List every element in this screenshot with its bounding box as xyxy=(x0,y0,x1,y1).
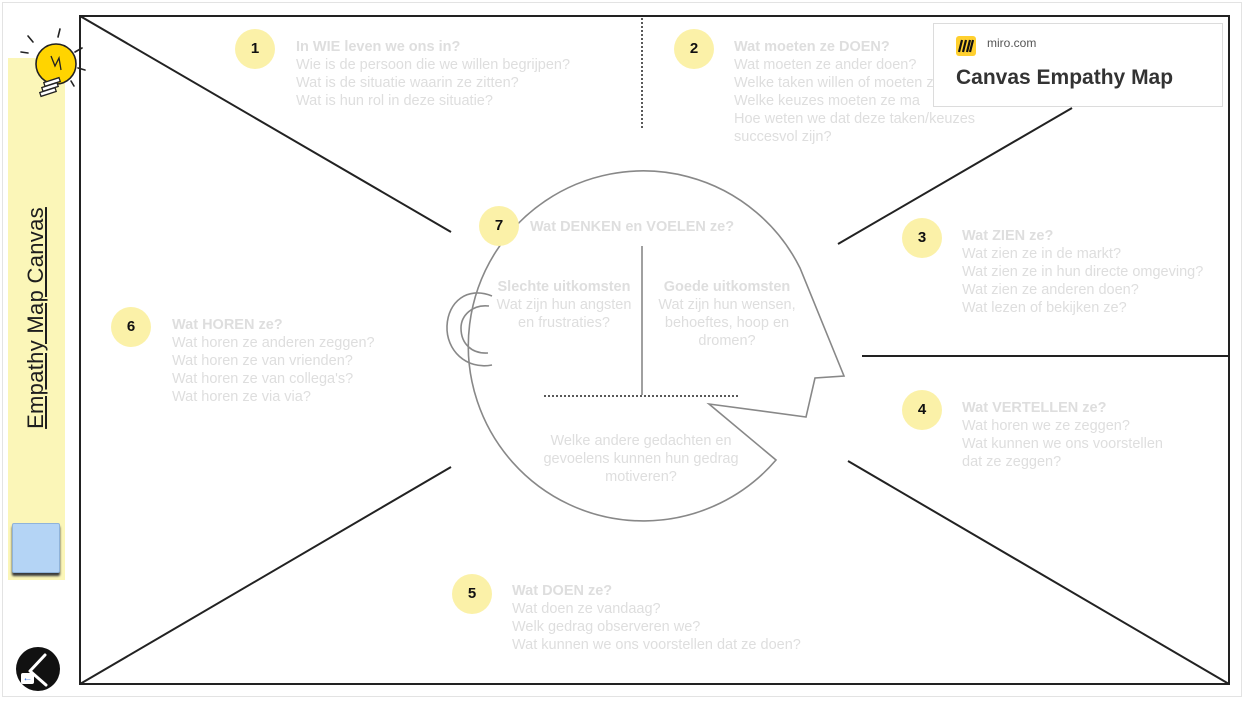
lightbulb-icon xyxy=(20,28,86,98)
section-1-number: 1 xyxy=(235,29,275,69)
section-2-line: Welke taken willen of moeten ze xyxy=(734,75,942,91)
section-2-number: 2 xyxy=(674,29,714,69)
section-6-line: Wat horen ze via via? xyxy=(172,389,311,405)
section-5-heading: Wat DOEN ze? xyxy=(512,583,613,599)
section-4-line: dat ze zeggen? xyxy=(962,454,1062,470)
back-arrow-icon xyxy=(28,653,48,687)
section-2-text[interactable]: Wat moeten ze DOEN? Wat moeten ze ander … xyxy=(734,38,975,146)
section-3-heading: Wat ZIEN ze? xyxy=(962,228,1054,244)
sidebar-strip xyxy=(8,58,65,580)
other-thoughts[interactable]: Welke andere gedachten en gevoelens kunn… xyxy=(530,432,752,486)
section-4-text[interactable]: Wat VERTELLEN ze? Wat horen we ze zeggen… xyxy=(962,399,1163,471)
sticky-note-icon[interactable] xyxy=(12,523,60,573)
miro-logo-icon xyxy=(956,36,976,56)
section-4-number: 4 xyxy=(902,390,942,430)
section-4-line: Wat kunnen we ons voorstellen xyxy=(962,436,1163,452)
bad-outcomes-line: Wat zijn hun angsten xyxy=(496,297,632,313)
section-4-line: Wat horen we ze zeggen? xyxy=(962,418,1130,434)
bad-outcomes[interactable]: Slechte uitkomsten Wat zijn hun angsten … xyxy=(488,278,640,332)
section-1-line: Wat is hun rol in deze situatie? xyxy=(296,93,493,109)
section-6-line: Wat horen ze anderen zeggen? xyxy=(172,335,375,351)
bad-outcomes-line: en frustraties? xyxy=(518,315,610,331)
section-3-line: Wat zien ze in hun directe omgeving? xyxy=(962,264,1204,280)
section-3-line: Wat zien ze anderen doen? xyxy=(962,282,1139,298)
miro-domain[interactable]: miro.com xyxy=(987,36,1037,50)
section-5-number: 5 xyxy=(452,574,492,614)
miro-card-title: Canvas Empathy Map xyxy=(956,66,1174,89)
section-6-heading: Wat HOREN ze? xyxy=(172,317,283,333)
section-7-number: 7 xyxy=(479,206,519,246)
other-thoughts-line: motiveren? xyxy=(605,469,677,485)
section-6-line: Wat horen ze van collega's? xyxy=(172,371,354,387)
good-outcomes-line: behoeftes, hoop en xyxy=(664,315,790,331)
section-2-line: Welke keuzes moeten ze ma xyxy=(734,93,920,109)
section-2-line: Wat moeten ze ander doen? xyxy=(734,57,917,73)
good-outcomes-line: dromen? xyxy=(698,333,756,349)
section-5-line: Welk gedrag observeren we? xyxy=(512,619,701,635)
section-6-line: Wat horen ze van vrienden? xyxy=(172,353,353,369)
section-7-heading: Wat DENKEN en VOELEN ze? xyxy=(530,219,735,235)
section-3-line: Wat lezen of bekijken ze? xyxy=(962,300,1127,316)
section-6-number: 6 xyxy=(111,307,151,347)
miro-card[interactable]: miro.com Canvas Empathy Map xyxy=(933,23,1223,107)
good-outcomes[interactable]: Goede uitkomsten Wat zijn hun wensen, be… xyxy=(650,278,804,350)
other-thoughts-line: Welke andere gedachten en xyxy=(550,433,732,449)
section-5-line: Wat kunnen we ons voorstellen dat ze doe… xyxy=(512,637,801,653)
section-1-line: Wie is de persoon die we willen begrijpe… xyxy=(296,57,571,73)
section-1-heading: In WIE leven we ons in? xyxy=(296,39,461,55)
section-2-line: Hoe weten we dat deze taken/keuzes xyxy=(734,111,976,127)
section-4-heading: Wat VERTELLEN ze? xyxy=(962,400,1107,416)
section-3-number: 3 xyxy=(902,218,942,258)
back-badge-icon[interactable]: ← xyxy=(21,673,34,684)
bad-outcomes-title: Slechte uitkomsten xyxy=(497,279,631,295)
section-6-text[interactable]: Wat HOREN ze? Wat horen ze anderen zegge… xyxy=(172,316,375,406)
good-outcomes-title: Goede uitkomsten xyxy=(663,279,791,295)
good-outcomes-line: Wat zijn hun wensen, xyxy=(658,297,796,313)
section-2-heading: Wat moeten ze DOEN? xyxy=(734,39,890,55)
section-3-line: Wat zien ze in de markt? xyxy=(962,246,1122,262)
section-1-text[interactable]: In WIE leven we ons in? Wie is de persoo… xyxy=(296,38,570,110)
section-7-text[interactable]: Wat DENKEN en VOELEN ze? xyxy=(530,218,734,236)
other-thoughts-line: gevoelens kunnen hun gedrag xyxy=(543,451,739,467)
section-3-text[interactable]: Wat ZIEN ze? Wat zien ze in de markt? Wa… xyxy=(962,227,1203,317)
section-1-line: Wat is de situatie waarin ze zitten? xyxy=(296,75,519,91)
section-5-line: Wat doen ze vandaag? xyxy=(512,601,661,617)
section-2-line: succesvol zijn? xyxy=(734,129,832,145)
section-5-text[interactable]: Wat DOEN ze? Wat doen ze vandaag? Welk g… xyxy=(512,582,801,654)
